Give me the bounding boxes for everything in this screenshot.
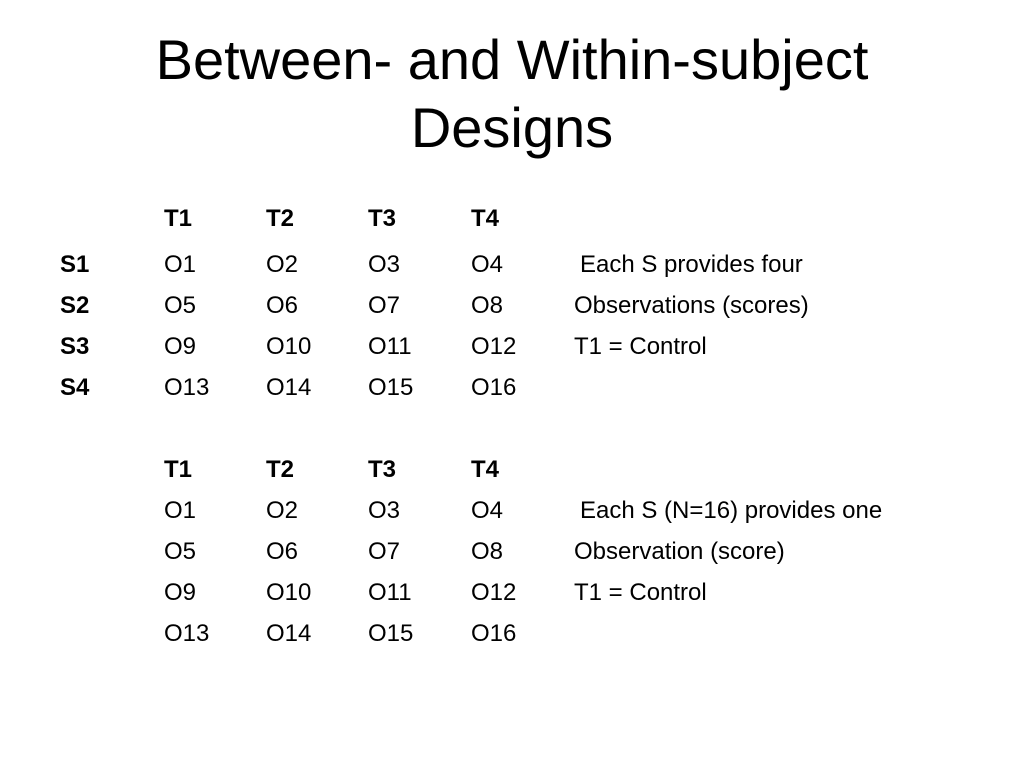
within-cell: O14 (266, 374, 312, 401)
between-cell: O6 (266, 538, 299, 565)
between-cell: O9 (164, 579, 197, 606)
within-note: Each S provides four (580, 251, 803, 278)
within-cell: O1 (164, 251, 197, 278)
between-cell: O5 (164, 538, 197, 565)
within-cell: O7 (368, 292, 401, 319)
within-cell: O3 (368, 251, 401, 278)
between-cell: O8 (471, 538, 504, 565)
within-cell: O11 (368, 333, 412, 360)
between-cell: O13 (164, 620, 210, 647)
between-note: Observation (score) (574, 538, 785, 565)
within-cell: O4 (471, 251, 504, 278)
between-cell: O3 (368, 497, 401, 524)
within-header-t4: T4 (471, 205, 500, 232)
within-cell: O8 (471, 292, 504, 319)
within-cell: O5 (164, 292, 197, 319)
between-cell: O15 (368, 620, 414, 647)
between-cell: O14 (266, 620, 312, 647)
between-cell: O11 (368, 579, 412, 606)
within-header-t3: T3 (368, 205, 397, 232)
within-cell: O16 (471, 374, 517, 401)
within-cell: O12 (471, 333, 517, 360)
between-header-t1: T1 (164, 456, 193, 483)
within-row-label-s3: S3 (60, 333, 90, 360)
between-header-t3: T3 (368, 456, 397, 483)
between-note: T1 = Control (574, 579, 707, 606)
between-cell: O2 (266, 497, 299, 524)
between-cell: O12 (471, 579, 517, 606)
between-cell: O4 (471, 497, 504, 524)
within-header-t2: T2 (266, 205, 295, 232)
within-cell: O9 (164, 333, 197, 360)
between-cell: O1 (164, 497, 197, 524)
slide-title-line-1: Between- and Within-subject (155, 28, 869, 91)
slide-title-line-2: Designs (410, 96, 614, 159)
within-note: Observations (scores) (574, 292, 809, 319)
within-cell: O10 (266, 333, 312, 360)
within-header-t1: T1 (164, 205, 193, 232)
between-cell: O10 (266, 579, 312, 606)
between-header-t4: T4 (471, 456, 500, 483)
within-row-label-s4: S4 (60, 374, 90, 401)
slide-title: Between- and Within-subject Designs (0, 26, 1024, 162)
within-note: T1 = Control (574, 333, 707, 360)
within-cell: O13 (164, 374, 210, 401)
between-cell: O16 (471, 620, 517, 647)
within-cell: O2 (266, 251, 299, 278)
within-row-label-s1: S1 (60, 251, 90, 278)
between-header-t2: T2 (266, 456, 295, 483)
within-cell: O15 (368, 374, 414, 401)
between-note: Each S (N=16) provides one (580, 497, 883, 524)
between-cell: O7 (368, 538, 401, 565)
within-cell: O6 (266, 292, 299, 319)
within-row-label-s2: S2 (60, 292, 90, 319)
